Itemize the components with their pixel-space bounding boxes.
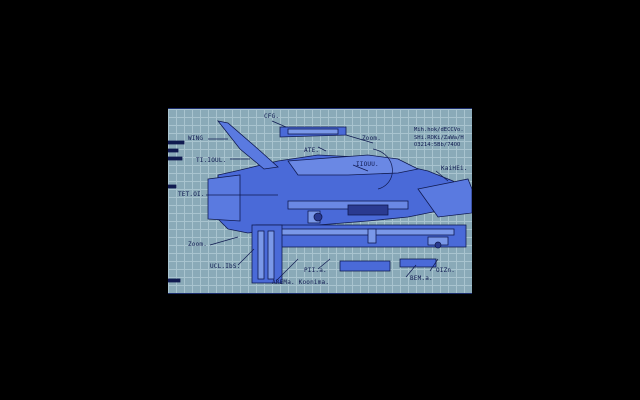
- label-arema-koonima: AREMa. Koonima.: [272, 279, 330, 286]
- label-zoom-top: Zoom.: [362, 135, 382, 142]
- label-tet-oi: TET.OI.: [178, 191, 205, 198]
- label-ucl-ibs: UCL.IbS.: [210, 263, 241, 270]
- label-ate: ATE.: [304, 147, 320, 154]
- credits-line-1: Mih.hok/dECCVo.: [414, 127, 464, 133]
- label-iiouu: IIOUU.: [356, 161, 379, 168]
- label-zoom-left: Zoom.: [188, 241, 208, 248]
- credits-line-2: SHi.ROKi/ZaWa/H: [414, 134, 464, 141]
- ship-schematic-drawing: [168, 120, 472, 284]
- label-cfg: CFG.: [264, 113, 280, 120]
- label-bem-a: BEM.a.: [410, 275, 433, 282]
- label-oizn: OIZn.: [436, 267, 456, 274]
- credits-line-3: O3214:5Bb/74OO: [414, 142, 461, 148]
- label-pii-a: PII.a.: [304, 267, 327, 274]
- credits-block: Mih.hok/dECCVo. SHi.ROKi/ZaWa/H O3214:5B…: [414, 127, 464, 150]
- label-wing: WING: [188, 135, 204, 142]
- label-kaihei: KaiHEi.: [441, 165, 468, 172]
- label-ti-ioul: TI.IOUL.: [196, 157, 227, 164]
- ship-blueprint-panel: WING CFG. ATE. Zoom. TI.IOUL. IIOUU. TET…: [168, 108, 472, 294]
